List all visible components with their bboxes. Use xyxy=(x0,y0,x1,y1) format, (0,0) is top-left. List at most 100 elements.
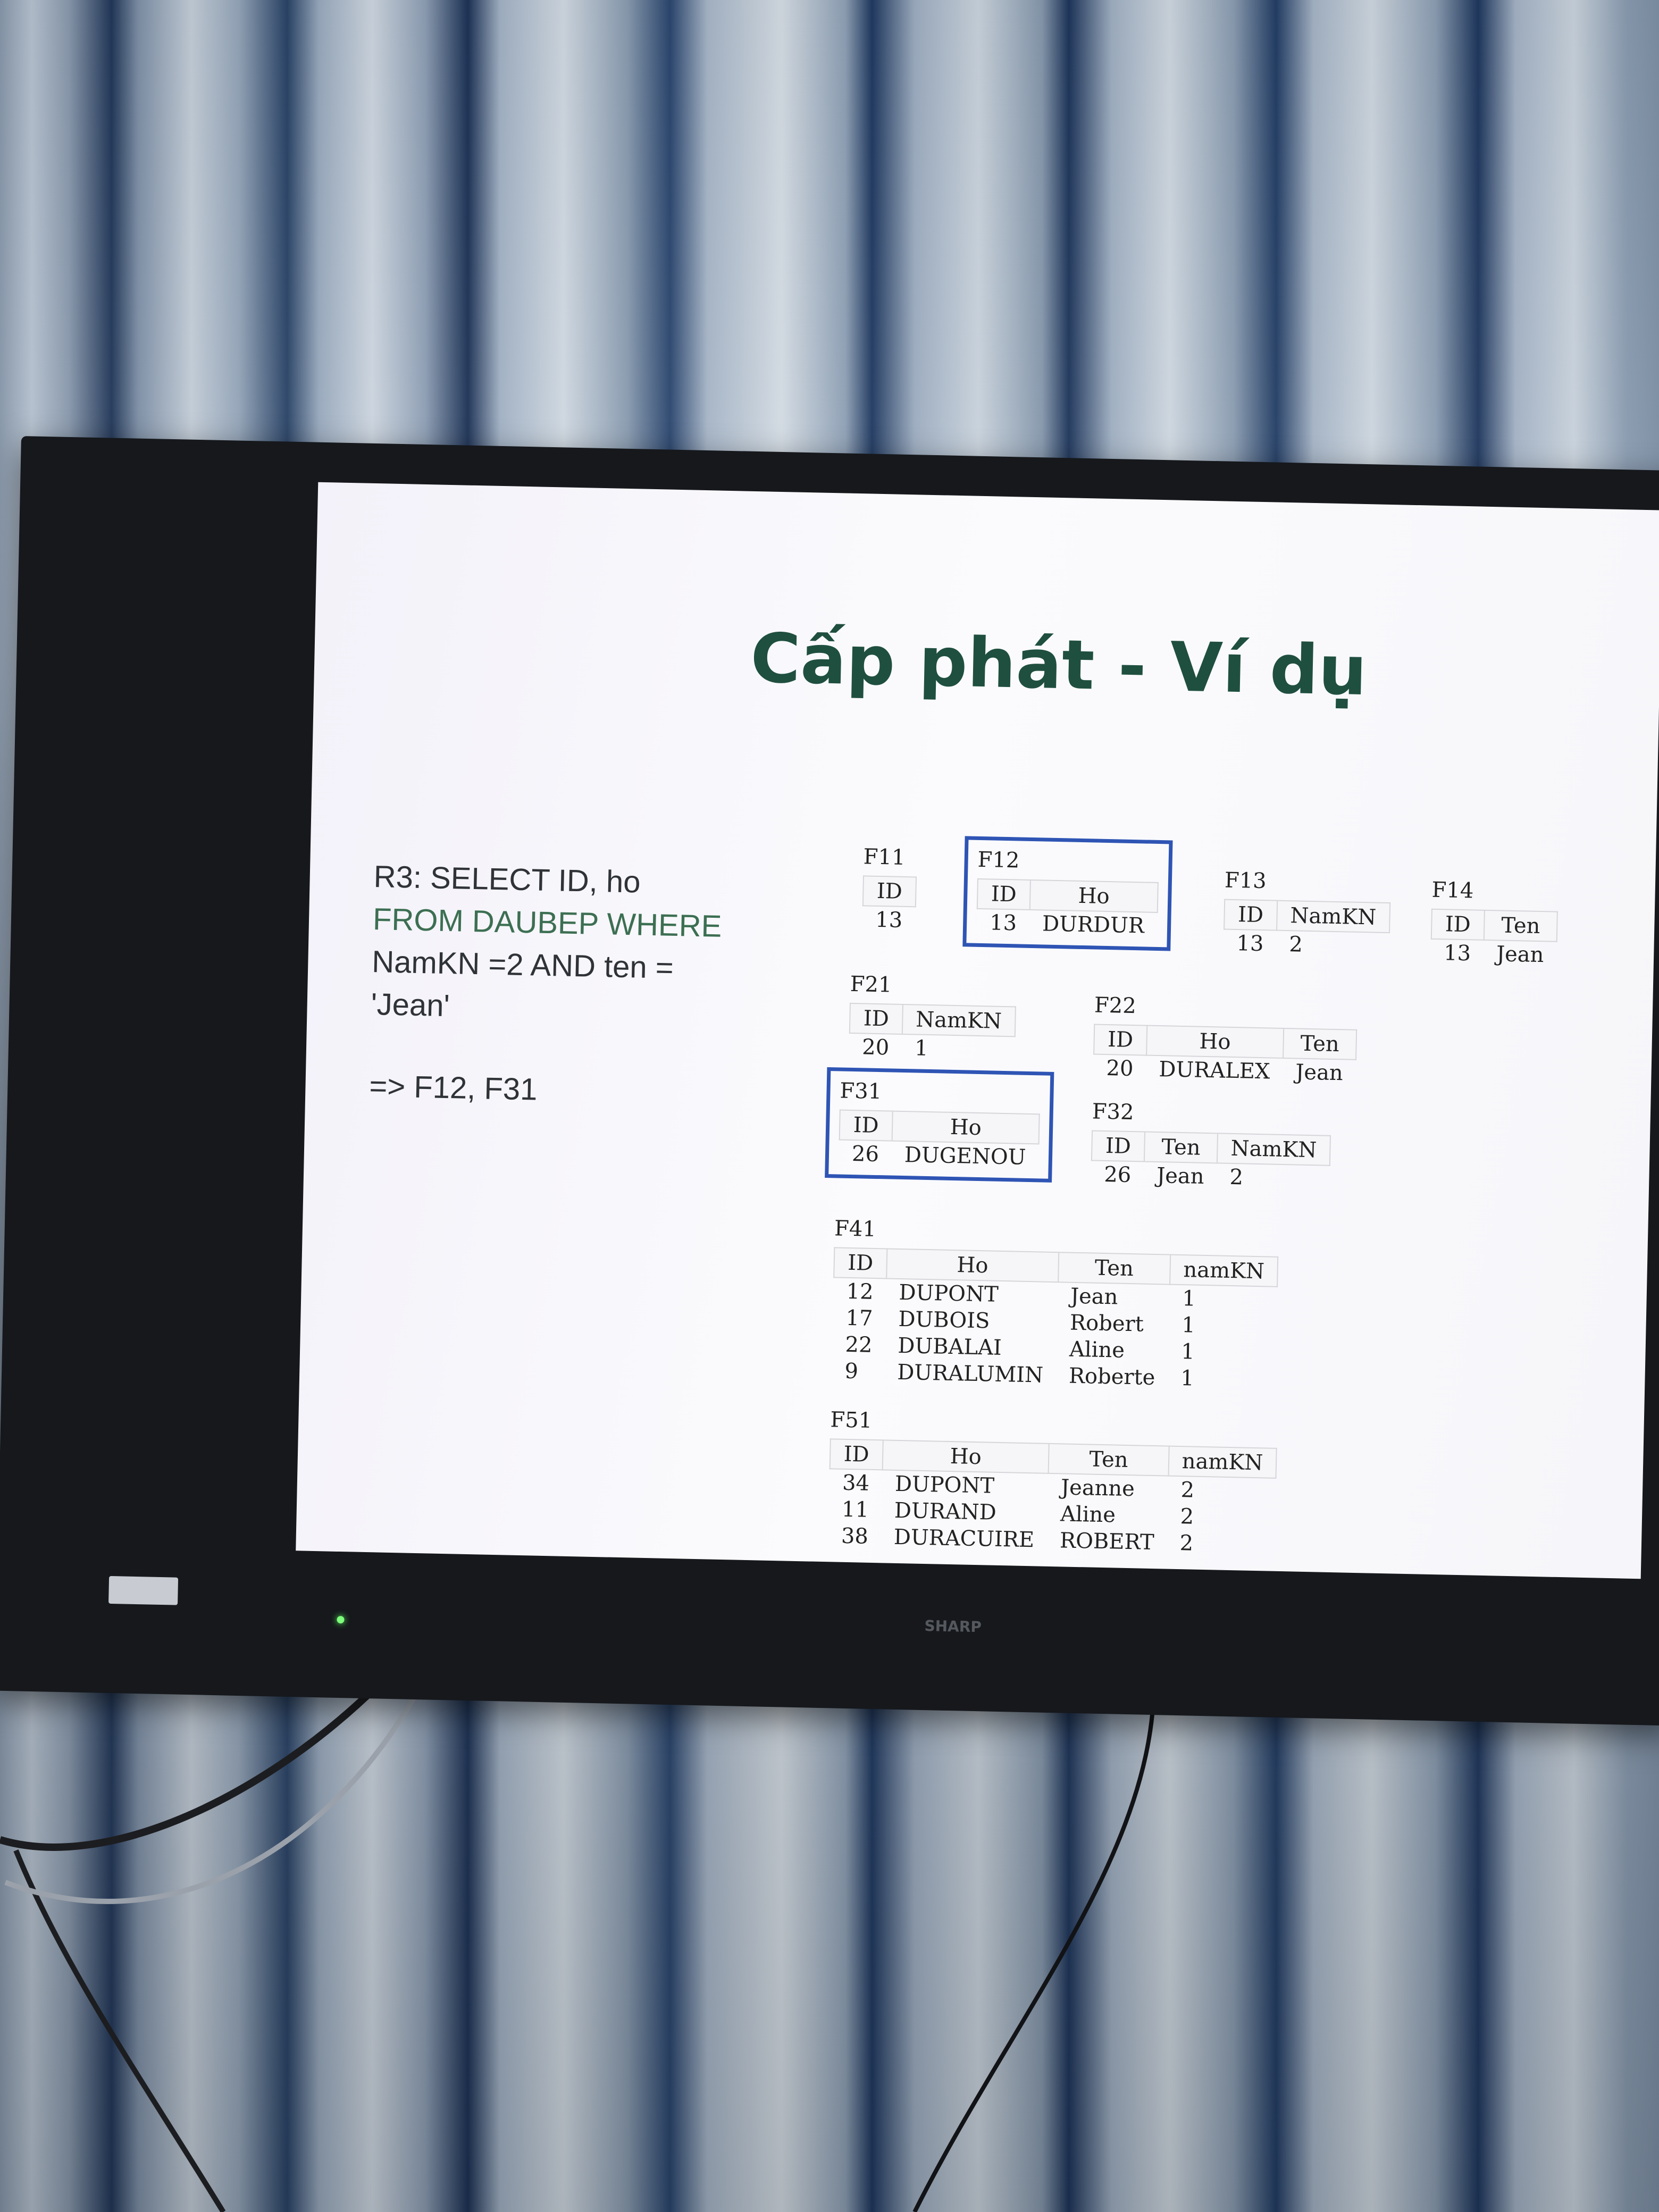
fragment-label: F12 xyxy=(977,847,1020,873)
table-cell: DURALEX xyxy=(1158,1057,1270,1084)
query-answer: => F12, F31 xyxy=(368,1068,538,1107)
column-header: ID xyxy=(830,1439,883,1470)
fragment-label: F14 xyxy=(1431,877,1474,903)
table-cell: ROBERT xyxy=(1059,1528,1155,1555)
fragment-table: ID Ho 26 DUGENOU xyxy=(839,1110,1041,1171)
table-cell: Aline xyxy=(1069,1337,1125,1363)
table-cell: 1 xyxy=(1182,1286,1196,1311)
column-header: ID xyxy=(1224,899,1278,931)
table-cell: Jeanne xyxy=(1060,1475,1135,1502)
column-header: Ten xyxy=(1058,1252,1171,1285)
table-cell: 2 xyxy=(1180,1478,1195,1503)
table-cell: 13 xyxy=(1443,941,1471,966)
table-cell: DURACUIRE xyxy=(893,1524,1035,1553)
fragment-table: ID NamKN 13 2 xyxy=(1223,899,1390,960)
fragment-f11: F11 ID 13 xyxy=(862,844,917,934)
slide-screen: Cấp phát - Ví dụ R3: SELECT ID, ho FROM … xyxy=(296,482,1659,1579)
column-header: NamKN xyxy=(1276,900,1390,933)
table-cell: DUBOIS xyxy=(898,1306,990,1334)
fragment-f31: F31 ID Ho 26 DUGENOU xyxy=(825,1067,1054,1183)
query-text: R3: SELECT ID, ho FROM DAUBEP WHERE NamK… xyxy=(371,856,800,1035)
fragment-table: ID NamKN 20 1 xyxy=(849,1003,1016,1064)
column-header: Ten xyxy=(1048,1443,1169,1476)
fragment-f32: F32 ID Ten NamKN 26 Jean 2 xyxy=(1091,1099,1331,1192)
column-header: Ten xyxy=(1283,1028,1357,1060)
fragment-table: ID Ten NamKN 26 Jean 2 xyxy=(1091,1130,1331,1192)
column-header: Ten xyxy=(1484,910,1558,942)
column-header: ID xyxy=(862,876,916,907)
table-cell: Roberte xyxy=(1068,1363,1155,1390)
fragment-label: F31 xyxy=(840,1078,882,1104)
table-cell: DURDUR xyxy=(1042,911,1145,939)
fragment-table: ID Ho 13 DURDUR xyxy=(976,878,1159,940)
table-cell: DURAND xyxy=(894,1498,997,1525)
tv-brand-logo: SHARP xyxy=(924,1617,982,1636)
table-cell: DUPONT xyxy=(894,1471,995,1498)
tv-sticker xyxy=(108,1576,179,1605)
column-header: Ho xyxy=(1029,879,1158,912)
table-cell: 1 xyxy=(914,1036,929,1061)
television: SHARP Cấp phát - Ví dụ R3: SELECT ID, ho… xyxy=(0,436,1659,1726)
fragment-label: F22 xyxy=(1094,993,1137,1019)
table-cell: 26 xyxy=(851,1142,879,1167)
table-cell: 13 xyxy=(989,910,1017,936)
fragment-label: F11 xyxy=(863,844,906,870)
column-header: ID xyxy=(1091,1130,1145,1162)
column-header: Ho xyxy=(892,1111,1040,1144)
column-header: ID xyxy=(839,1110,893,1141)
table-cell: Jean xyxy=(1496,942,1544,968)
table-cell: 9 xyxy=(844,1359,859,1384)
fragment-label: F21 xyxy=(850,971,892,998)
fragment-label: F32 xyxy=(1092,1099,1134,1125)
table-cell: 20 xyxy=(861,1035,890,1060)
table-cell: 20 xyxy=(1106,1055,1134,1082)
table-cell: 22 xyxy=(845,1332,873,1358)
table-cell: DUPONT xyxy=(899,1280,999,1307)
column-header: namKN xyxy=(1169,1254,1278,1287)
table-cell: 12 xyxy=(846,1279,874,1304)
table-cell: 2 xyxy=(1180,1504,1194,1529)
table-cell: 13 xyxy=(875,907,903,933)
column-header: NamKN xyxy=(1217,1133,1330,1166)
table-cell: Jean xyxy=(1070,1284,1118,1310)
table-cell: DUBALAI xyxy=(897,1333,1002,1360)
table-cell: DUGENOU xyxy=(904,1143,1026,1170)
table-cell: 1 xyxy=(1180,1339,1195,1364)
power-led-icon xyxy=(337,1615,345,1624)
table-cell: 34 xyxy=(842,1470,870,1496)
table-cell: Jean xyxy=(1156,1163,1205,1189)
column-header: ID xyxy=(1094,1024,1147,1055)
column-header: Ho xyxy=(886,1249,1059,1283)
fragment-table: ID Ho Ten 20 DURALEX Jean xyxy=(1093,1024,1357,1086)
table-cell: Aline xyxy=(1060,1502,1116,1528)
table-cell: 38 xyxy=(841,1523,869,1549)
table-cell: 2 xyxy=(1229,1164,1244,1190)
slide-title: Cấp phát - Ví dụ xyxy=(749,618,1368,711)
query-line: 'Jean' xyxy=(371,987,450,1024)
table-cell: 11 xyxy=(841,1497,869,1522)
fragment-f12: F12 ID Ho 13 DURDUR xyxy=(962,836,1173,951)
table-cell: 1 xyxy=(1181,1313,1196,1338)
fragment-f41: F41 ID Ho Ten namKN 12 DUPONT Jean 1 xyxy=(831,1216,1279,1393)
fragment-label: F41 xyxy=(834,1216,877,1242)
column-header: ID xyxy=(849,1003,903,1034)
table-cell: 1 xyxy=(1180,1366,1195,1391)
column-header: ID xyxy=(834,1247,887,1279)
table-cell: DURALUMIN xyxy=(896,1360,1044,1388)
table-cell: 17 xyxy=(845,1305,873,1331)
table-cell: 26 xyxy=(1103,1162,1132,1188)
table-cell: Robert xyxy=(1069,1310,1144,1337)
fragment-f13: F13 ID NamKN 13 2 xyxy=(1223,868,1391,960)
column-header: Ten xyxy=(1144,1132,1218,1163)
fragment-label: F51 xyxy=(830,1407,873,1433)
column-header: Ho xyxy=(882,1440,1049,1473)
column-header: Ho xyxy=(1146,1025,1284,1058)
column-header: ID xyxy=(1431,909,1485,940)
fragment-label: F13 xyxy=(1224,868,1267,894)
column-header: ID xyxy=(977,878,1030,910)
fragment-table: ID Ho Ten namKN 12 DUPONT Jean 1 17 DUBO… xyxy=(831,1247,1279,1393)
fragment-table: ID 13 xyxy=(862,875,917,934)
fragment-f51: F51 ID Ho Ten namKN 34 DUPONT Jeanne 2 xyxy=(827,1407,1278,1559)
